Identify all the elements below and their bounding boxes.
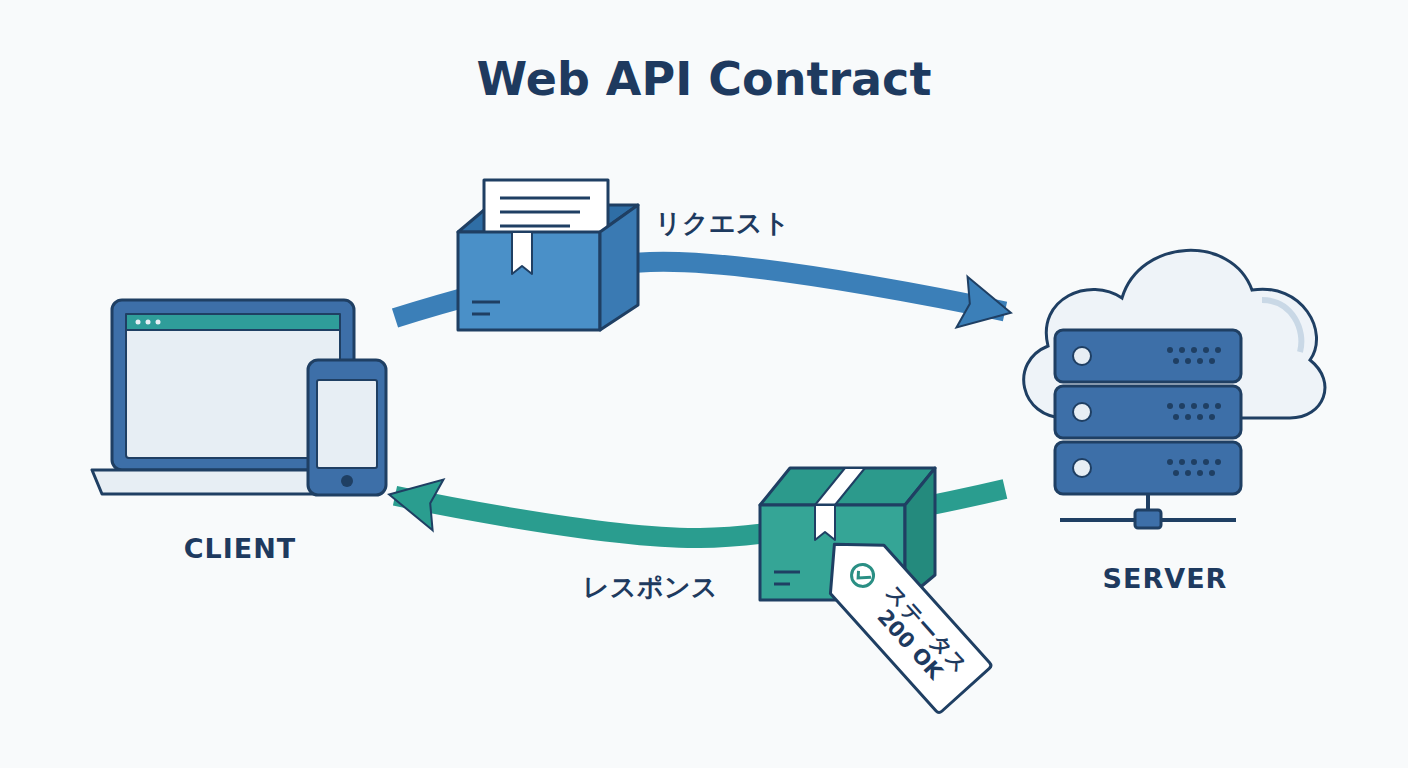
node-label: SERVER xyxy=(1103,563,1228,600)
check-circle xyxy=(847,560,878,591)
check-mark xyxy=(855,568,871,584)
server-rack-icon xyxy=(1055,330,1241,528)
edge-label: レスポンス xyxy=(583,570,718,605)
client-node: CLIENT xyxy=(85,295,395,570)
edge-label: リクエスト xyxy=(655,206,790,241)
phone-icon xyxy=(308,360,386,495)
server-node: SERVER xyxy=(1005,230,1325,600)
diagram-title: Web API Contract xyxy=(0,52,1408,106)
node-label: CLIENT xyxy=(184,533,297,570)
request-package xyxy=(458,180,638,330)
tag-outline xyxy=(808,520,993,714)
